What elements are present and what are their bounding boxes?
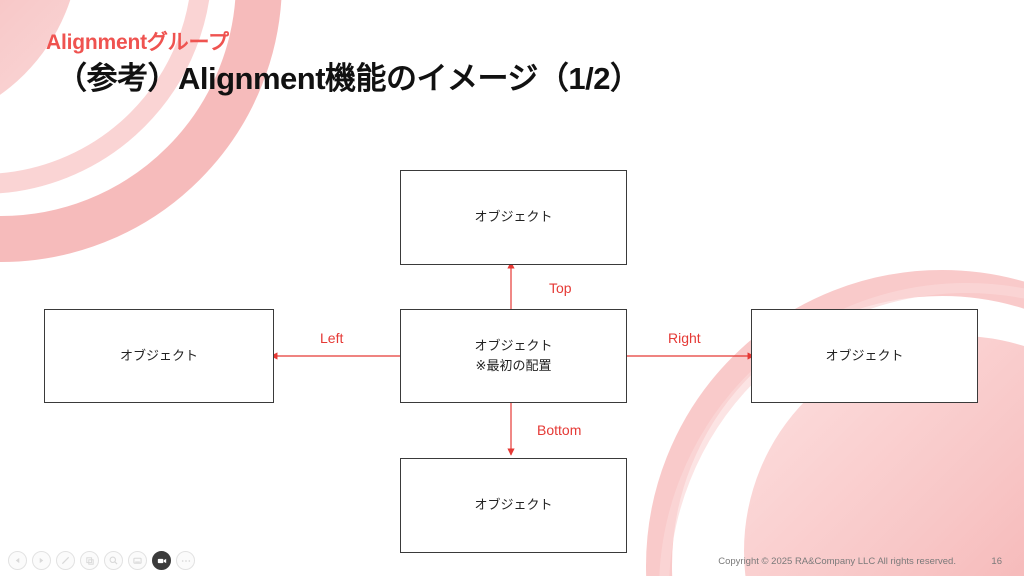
object-box-center[interactable]: オブジェクト ※最初の配置 <box>400 309 627 403</box>
object-box-bottom[interactable]: オブジェクト <box>400 458 627 553</box>
object-box-top[interactable]: オブジェクト <box>400 170 627 265</box>
arrow-label-bottom: Bottom <box>537 422 582 438</box>
previous-icon[interactable] <box>8 551 27 570</box>
arrow-label-right: Right <box>668 330 701 346</box>
object-box-center-label: オブジェクト <box>474 337 553 353</box>
object-box-left[interactable]: オブジェクト <box>44 309 274 403</box>
play-icon[interactable] <box>32 551 51 570</box>
object-box-bottom-label: オブジェクト <box>474 497 553 513</box>
footer-copyright: Copyright © 2025 RA&Company LLC All righ… <box>718 556 956 567</box>
video-icon[interactable] <box>152 551 171 570</box>
pen-icon[interactable] <box>56 551 75 570</box>
arrow-label-top: Top <box>549 280 572 296</box>
slide-kicker: Alignmentグループ <box>46 31 229 54</box>
player-toolbar <box>8 551 195 570</box>
object-box-center-sublabel: ※最初の配置 <box>475 358 552 373</box>
copy-icon[interactable] <box>80 551 99 570</box>
object-box-right[interactable]: オブジェクト <box>751 309 978 403</box>
object-box-top-label: オブジェクト <box>474 209 553 225</box>
page-title: （参考）Alignment機能のイメージ（1/2） <box>56 61 641 96</box>
more-icon[interactable] <box>176 551 195 570</box>
presentation-icon[interactable] <box>128 551 147 570</box>
search-icon[interactable] <box>104 551 123 570</box>
object-box-left-label: オブジェクト <box>119 347 198 363</box>
footer-page-number: 16 <box>991 556 1002 567</box>
object-box-right-label: オブジェクト <box>825 347 904 363</box>
arrow-label-left: Left <box>320 330 344 346</box>
